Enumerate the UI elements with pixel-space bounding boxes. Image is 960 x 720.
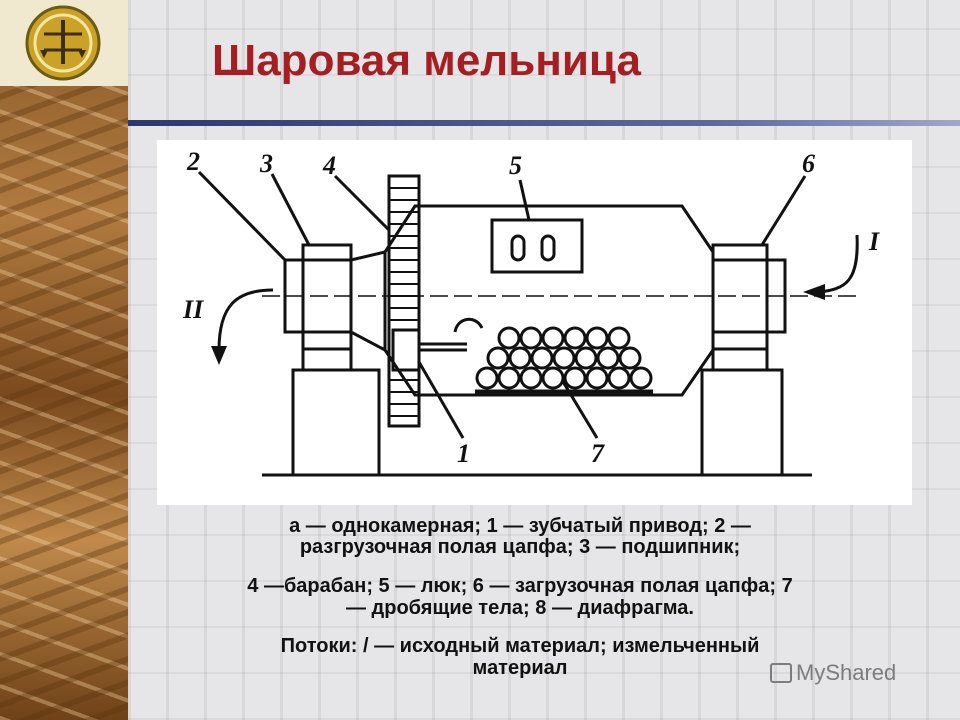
caption-line-3: 4 —барабан; 5 — люк; 6 — загрузочная пол…: [247, 575, 793, 597]
label-2: 2: [186, 147, 200, 176]
left-bearing: [301, 243, 353, 351]
logo: [0, 0, 128, 86]
feed-arrow: [816, 234, 859, 294]
caption-line-4: — дробящие тела; 8 — диафрагма.: [346, 597, 694, 619]
drum-outline: [383, 204, 715, 397]
grinding-balls: [475, 326, 653, 390]
label-6: 6: [802, 149, 815, 178]
left-support: [291, 368, 381, 477]
caption-line-2: разгрузочная полая цапфа; 3 — подшипник;: [299, 536, 741, 558]
presentation-icon: [770, 663, 792, 683]
label-7: 7: [591, 439, 605, 468]
ball-mill-drawing: 2 3 4 5 6 I II 1 7: [182, 147, 880, 477]
label-flow-2: II: [182, 295, 204, 324]
scales-emblem-icon: [25, 5, 101, 81]
title-divider: [128, 120, 960, 126]
drive-pinion: [391, 328, 421, 372]
caption-line-5: Потоки: / — исходный материал; измельчен…: [280, 635, 760, 657]
right-support: [700, 368, 784, 477]
label-4: 4: [322, 151, 336, 180]
right-bearing: [711, 243, 769, 351]
label-1: 1: [457, 439, 470, 468]
label-3: 3: [259, 149, 273, 178]
rotation-arrow: [453, 317, 484, 333]
label-5: 5: [509, 151, 522, 180]
ball-mill-diagram: 2 3 4 5 6 I II 1 7: [157, 140, 912, 505]
watermark: MyShared: [770, 660, 896, 686]
access-hatch: [490, 218, 584, 274]
caption-line-6: материал: [472, 657, 568, 679]
page-title: Шаровая мельница: [212, 36, 641, 85]
label-flow-1: I: [868, 227, 880, 256]
gear-ring: [387, 174, 421, 428]
discharge-arrow: [217, 288, 274, 351]
decorative-pipes-strip: [0, 0, 128, 720]
caption-line-1: а — однокамерная; 1 — зубчатый привод; 2…: [289, 515, 751, 537]
watermark-text: MyShared: [796, 660, 897, 685]
